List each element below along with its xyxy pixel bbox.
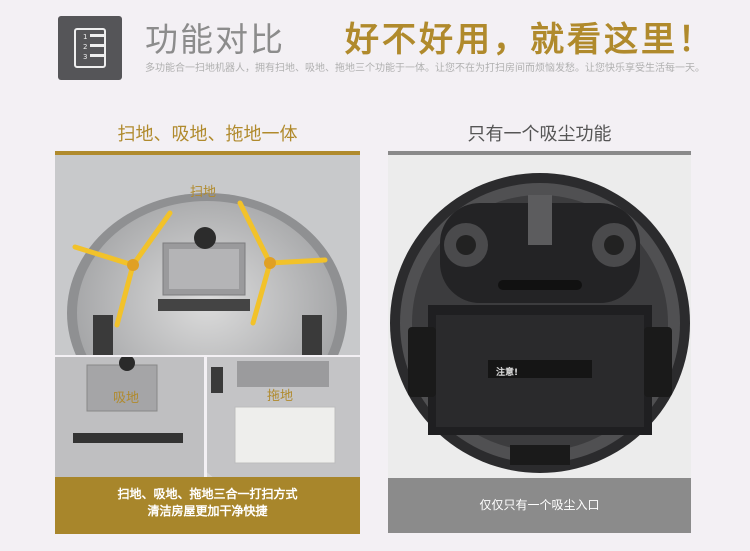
list-number: 3: [83, 53, 88, 61]
page-title: 功能对比: [145, 20, 285, 59]
list-number: 2: [83, 43, 88, 51]
left-footer-line2: 清洁房屋更加干净快捷: [147, 504, 268, 518]
right-column-heading: 只有一个吸尘功能: [467, 124, 612, 145]
right-footer-caption: 仅仅只有一个吸尘入口: [388, 478, 691, 533]
left-footer-line1: 扫地、吸地、拖地三合一打扫方式: [117, 487, 298, 501]
page-description: 多功能合一扫地机器人，拥有扫地、吸地、拖地三个功能于一体。让您不在为打扫房间而烦…: [145, 63, 705, 74]
left-column-heading: 扫地、吸地、拖地一体: [117, 124, 298, 145]
page-slogan: 好不好用，就看这里！: [345, 20, 715, 60]
vacuum-label: 吸地: [113, 391, 140, 406]
numbered-list-icon: 1 2 3: [58, 16, 122, 80]
mop-detail-image: 拖地: [207, 357, 360, 477]
robot-bottom-illustration: [67, 193, 347, 355]
vacuum-detail-image: 吸地: [55, 357, 204, 477]
left-heading-divider: [55, 151, 360, 155]
notice-sticker: 注意!: [496, 368, 519, 378]
vacuum-only-robot-image: 注意!: [388, 155, 691, 478]
right-heading-divider: [388, 151, 691, 155]
mop-detail-illustration: [207, 357, 360, 477]
list-number: 1: [83, 33, 88, 41]
vacuum-robot-illustration: [390, 173, 690, 473]
left-footer-caption: 扫地、吸地、拖地三合一打扫方式 清洁房屋更加干净快捷: [55, 477, 360, 534]
sweep-label: 扫地: [190, 185, 217, 200]
vacuum-detail-illustration: [55, 357, 204, 477]
mop-label: 拖地: [267, 389, 294, 404]
sweeping-robot-image: 扫地: [55, 155, 360, 355]
